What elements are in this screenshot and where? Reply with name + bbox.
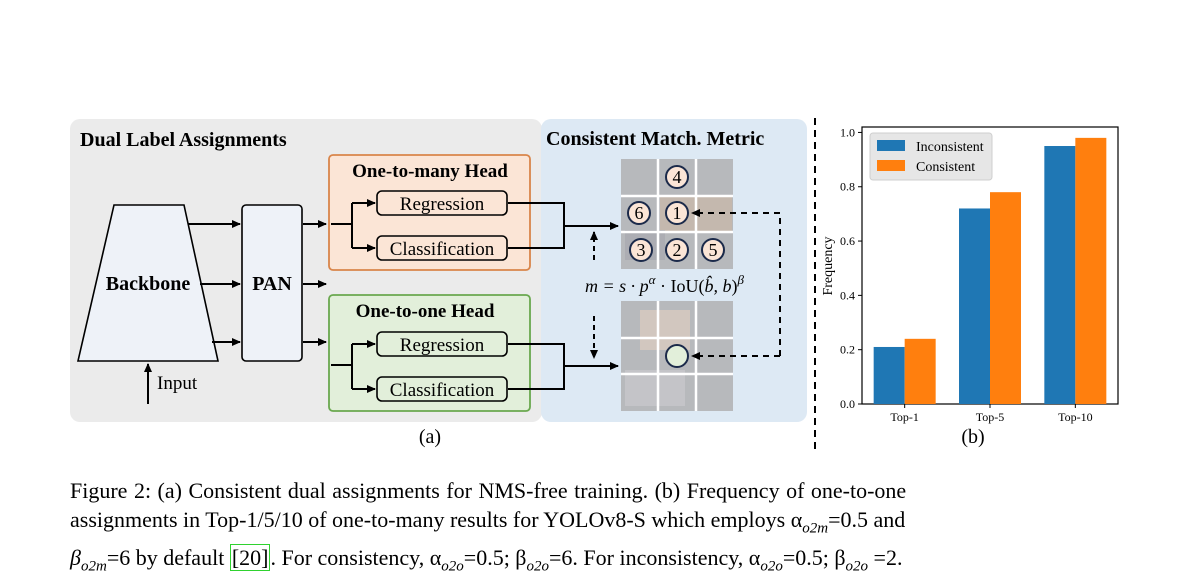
legend-swatch-inconsistent <box>877 140 905 151</box>
subfig-a-label: (a) <box>419 426 441 448</box>
x-tick-label: Top-5 <box>976 410 1005 424</box>
grid-circle-1: 1 <box>665 201 689 225</box>
pan-block <box>241 204 303 362</box>
x-tick-label: Top-10 <box>1058 410 1093 424</box>
figure-2: Dual Label Assignments Consistent Match.… <box>70 118 1119 452</box>
o2o-classification-box <box>376 376 508 402</box>
o2o-split-lines <box>331 344 353 389</box>
x-tick-label: Top-1 <box>890 410 919 424</box>
svg-text:4: 4 <box>673 167 682 187</box>
svg-text:1: 1 <box>673 203 682 223</box>
svg-text:5: 5 <box>709 240 718 260</box>
o2m-classification-label: Classification <box>390 239 495 260</box>
o2o-classification-label: Classification <box>390 380 495 401</box>
o2o-head-title: One-to-one Head <box>356 301 495 322</box>
consistent-metric-panel <box>541 119 807 422</box>
dual-assign-title: Dual Label Assignments <box>80 129 287 151</box>
bar-consistent-top-1 <box>904 338 936 404</box>
pan-label: PAN <box>252 273 292 295</box>
svg-text:6: 6 <box>635 203 644 223</box>
o2m-regression-label: Regression <box>400 194 485 215</box>
bar-inconsistent-top-5 <box>959 208 990 404</box>
o2o-regression-label: Regression <box>400 335 485 356</box>
grid-circle-2: 2 <box>665 238 689 262</box>
o2o-grid-image <box>621 301 733 411</box>
bar-consistent-top-10 <box>1075 137 1107 405</box>
x-axis: Top-1 Top-5 Top-10 <box>890 404 1093 424</box>
caption-line-2: assignments in Top-1/5/10 of one-to-many… <box>70 507 906 537</box>
svg-text:3: 3 <box>637 240 646 260</box>
svg-text:2: 2 <box>673 240 682 260</box>
y-tick-label: 0.2 <box>840 343 855 357</box>
y-tick-label: 0.4 <box>840 288 855 302</box>
consistent-metric-title: Consistent Match. Metric <box>546 128 764 150</box>
caption-line-1: Figure 2: (a) Consistent dual assignment… <box>70 478 907 503</box>
o2o-selected-circle <box>665 344 689 368</box>
caption-line-3: βo2m=6 by default [20]. For consistency,… <box>70 544 903 575</box>
y-axis: 0.0 0.2 0.4 0.6 0.8 1.0 <box>840 125 862 411</box>
input-label: Input <box>157 373 198 394</box>
bar-inconsistent-top-10 <box>1044 146 1076 404</box>
grid-circle-5: 5 <box>701 238 725 262</box>
grid-circle-6: 6 <box>627 201 651 225</box>
metric-formula: m = s · pα · IoU(b̂, b)β <box>585 272 744 297</box>
dashed-feedback-top <box>691 209 781 356</box>
y-axis-label: Frequency <box>821 236 836 295</box>
backbone-label: Backbone <box>106 273 191 295</box>
o2o-regression-box <box>376 331 508 357</box>
y-tick-label: 1.0 <box>840 125 855 139</box>
o2m-classification-box <box>376 235 508 261</box>
y-tick-label: 0.0 <box>840 397 855 411</box>
citation-link[interactable]: [20] <box>229 544 271 572</box>
legend-label-inconsistent: Inconsistent <box>916 140 984 155</box>
legend: Inconsistent Consistent <box>869 132 993 181</box>
o2m-regression-box <box>376 190 508 216</box>
y-tick-label: 0.6 <box>840 234 855 248</box>
grid-circle-3: 3 <box>629 238 653 262</box>
o2m-split-lines <box>331 203 353 248</box>
legend-label-consistent: Consistent <box>916 160 975 175</box>
frequency-chart: 0.0 0.2 0.4 0.6 0.8 1.0 Top-1 Top-5 Top-10 Freq… <box>821 125 1119 448</box>
bar-consistent-top-5 <box>990 192 1021 404</box>
grid-circle-4: 4 <box>665 165 689 189</box>
subfig-b-label: (b) <box>961 426 984 448</box>
figure-caption: Figure 2: (a) Consistent dual assignment… <box>70 476 1126 582</box>
y-tick-label: 0.8 <box>840 180 855 194</box>
backbone-block <box>76 204 219 362</box>
legend-swatch-consistent <box>877 160 905 171</box>
bar-group <box>873 137 1107 405</box>
bar-inconsistent-top-1 <box>873 346 905 404</box>
o2m-head-title: One-to-many Head <box>352 161 508 182</box>
